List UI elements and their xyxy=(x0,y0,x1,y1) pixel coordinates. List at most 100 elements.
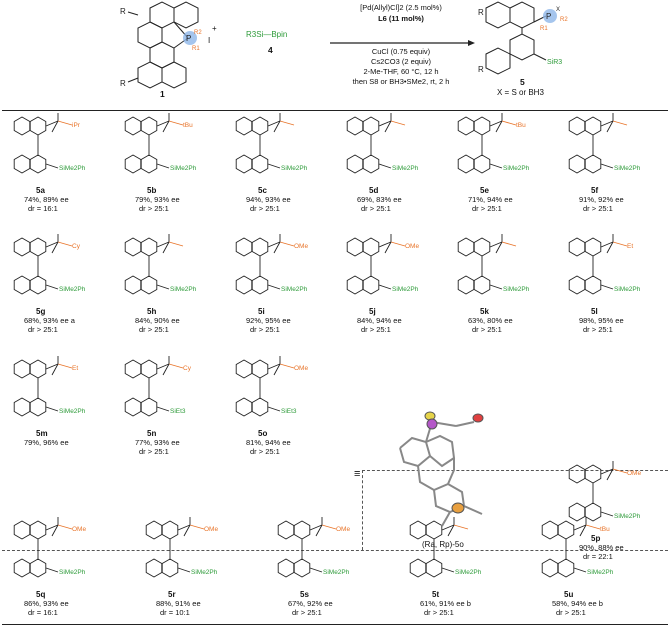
silyl-group: SiEt3 xyxy=(281,408,297,415)
diastereomeric-ratio: dr > 25:1 xyxy=(583,204,613,213)
silyl-group: SiMe2Ph xyxy=(614,513,641,520)
phosphorus-substituent: OMe xyxy=(294,243,309,250)
structure-5l xyxy=(568,234,628,295)
svg-text:R1: R1 xyxy=(192,46,200,52)
substrate-1-structure xyxy=(127,1,199,89)
label-5: 5 xyxy=(520,77,525,87)
label-4: 4 xyxy=(268,45,273,55)
structure-5f xyxy=(568,113,628,174)
phosphorus-substituent: tBu xyxy=(183,122,193,129)
svg-text:P: P xyxy=(546,12,551,21)
compound-label: 5s xyxy=(300,590,309,599)
bottom-section-divider xyxy=(2,550,668,551)
phosphorus-substituent: OMe xyxy=(405,243,420,250)
phosphorus-substituent: Cy xyxy=(72,243,80,250)
yield-ee: 84%, 90% ee xyxy=(135,316,180,325)
yield-ee: 92%, 95% ee xyxy=(246,316,291,325)
svg-text:R2: R2 xyxy=(194,30,202,36)
yield-ee: 77%, 93% ee xyxy=(135,438,180,447)
svg-text:R1: R1 xyxy=(540,26,548,32)
compound-label: 5u xyxy=(564,590,574,599)
diastereomeric-ratio: dr > 25:1 xyxy=(361,325,391,334)
diastereomeric-ratio: dr > 25:1 xyxy=(250,325,280,334)
yield-ee: 86%, 93% ee xyxy=(24,599,69,608)
xray-divider-left xyxy=(362,470,363,550)
structure-5m xyxy=(13,356,73,417)
silyl-group: SiMe2Ph xyxy=(59,165,86,172)
phosphonium-sphere xyxy=(183,31,197,45)
diastereomeric-ratio: dr > 25:1 xyxy=(250,447,280,456)
phosphorus-substituent: OMe xyxy=(336,526,351,533)
xray-divider-top xyxy=(362,470,668,471)
silylboronate-reagent: R3Si—Bpin xyxy=(246,30,288,39)
phosphorus-substituent: tBu xyxy=(516,122,526,129)
structure-5o xyxy=(235,356,295,417)
bottom-rule xyxy=(2,624,668,625)
compound-label: 5k xyxy=(480,307,489,316)
product-5-structure xyxy=(485,1,547,75)
compound-label: 5r xyxy=(168,590,176,599)
yield-ee: 98%, 95% ee xyxy=(579,316,624,325)
compound-label: 5o xyxy=(258,429,268,438)
compound-label: 5m xyxy=(36,429,48,438)
structure-5d xyxy=(346,113,406,174)
diastereomeric-ratio: dr > 25:1 xyxy=(583,325,613,334)
phosphorus-substituent: Et xyxy=(627,243,634,250)
structure-5q xyxy=(13,517,73,578)
silyl-group: SiMe2Ph xyxy=(170,165,197,172)
condition-catalyst: [Pd(Allyl)Cl]2 (2.5 mol%) xyxy=(360,3,442,12)
diastereomeric-ratio: dr > 25:1 xyxy=(361,204,391,213)
structure-5b xyxy=(124,113,184,174)
yield-ee: 67%, 92% ee xyxy=(288,599,333,608)
plus-sign-1: + xyxy=(212,24,217,33)
diastereomeric-ratio: dr = 16:1 xyxy=(28,204,58,213)
compound-label: 5i xyxy=(258,307,265,316)
yield-ee: 94%, 93% ee xyxy=(246,195,291,204)
compound-label: 5e xyxy=(480,186,489,195)
compound-label: 5q xyxy=(36,590,46,599)
diastereomeric-ratio: dr > 25:1 xyxy=(28,325,58,334)
silyl-group: SiMe2Ph xyxy=(191,569,218,576)
condition-workup: then S8 or BH3•SMe2, rt, 2 h xyxy=(352,77,450,86)
phosphorus-substituent: Cy xyxy=(183,365,191,372)
svg-text:R: R xyxy=(478,8,484,17)
structure-5j xyxy=(346,234,406,295)
phosphorus-sphere xyxy=(543,9,557,23)
condition-solvent: 2-Me-THF, 60 °C, 12 h xyxy=(363,67,439,76)
structure-5c xyxy=(235,113,295,174)
compound-label: 5f xyxy=(591,186,599,195)
diastereomeric-ratio: dr > 25:1 xyxy=(139,204,169,213)
structure-5h xyxy=(124,234,184,295)
yield-ee: 68%, 93% ee a xyxy=(24,316,75,325)
silyl-group: SiMe2Ph xyxy=(170,286,197,293)
svg-text:X: X xyxy=(556,7,560,13)
structure-5p xyxy=(568,461,628,522)
silyl-group: SiMe2Ph xyxy=(323,569,350,576)
structure-5s xyxy=(277,517,337,578)
x-definition: X = S or BH3 xyxy=(497,88,544,97)
structure-5e xyxy=(457,113,517,174)
compound-label: 5h xyxy=(147,307,157,316)
yield-ee: 90%, 88% ee xyxy=(579,543,624,552)
phosphorus-substituent: iPr xyxy=(72,122,80,129)
silyl-group: SiMe2Ph xyxy=(59,408,86,415)
compound-label: 5a xyxy=(36,186,45,195)
structure-5r xyxy=(145,517,205,578)
compound-label: 5d xyxy=(369,186,379,195)
diastereomeric-ratio: dr > 25:1 xyxy=(139,325,169,334)
condition-ligand: L6 (11 mol%) xyxy=(378,14,424,23)
silyl-group: SiMe2Ph xyxy=(59,286,86,293)
yield-ee: 88%, 91% ee xyxy=(156,599,201,608)
xray-caption: (Ra, Rp)-5o xyxy=(422,540,464,549)
yield-ee: 81%, 94% ee xyxy=(246,438,291,447)
structure-5i xyxy=(235,234,295,295)
phosphorus-substituent: Et xyxy=(72,365,79,372)
